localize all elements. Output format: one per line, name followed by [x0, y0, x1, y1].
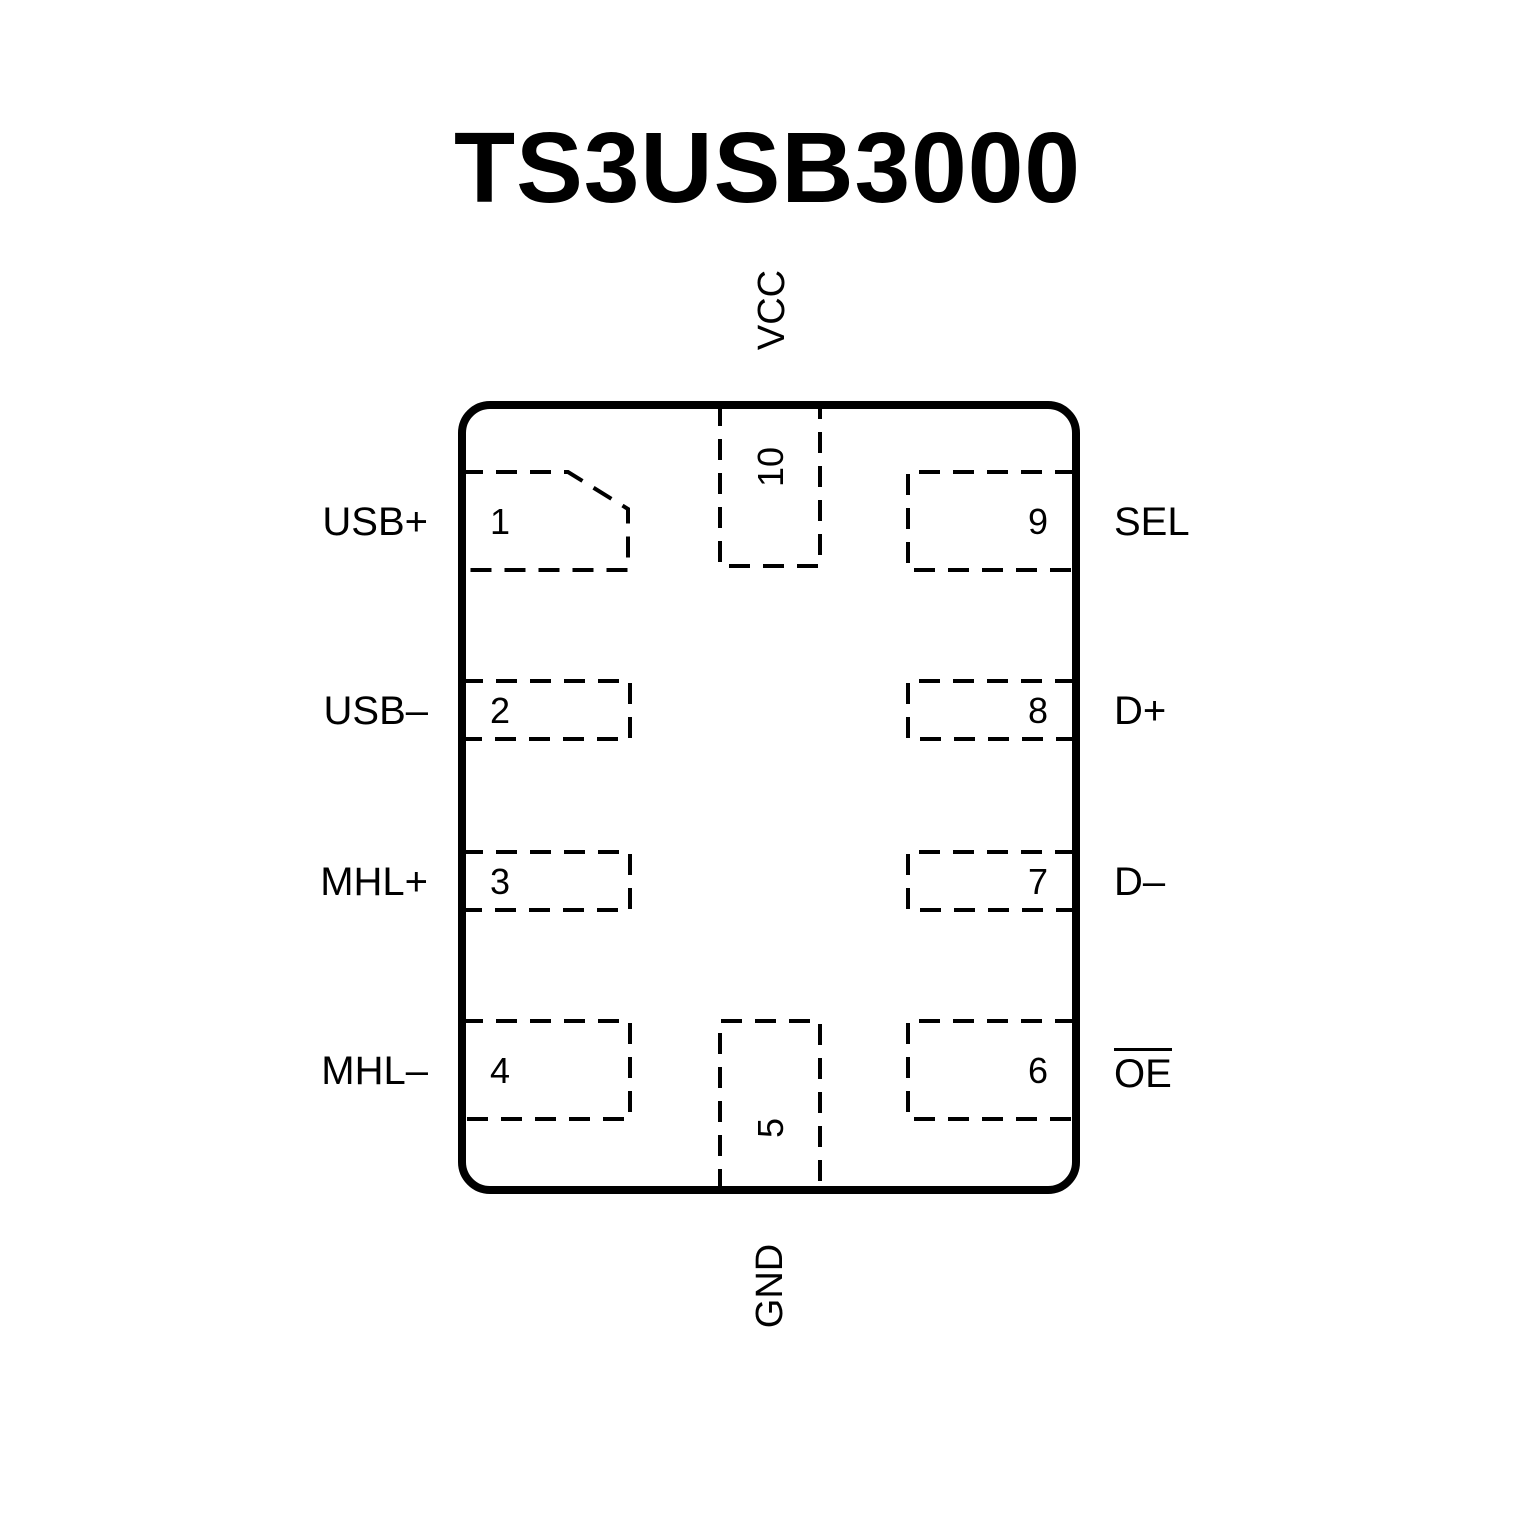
pin-5-pad [718, 1019, 822, 1190]
pin-10-pad [718, 405, 822, 568]
pin-label-d-minus: D– [1114, 860, 1166, 904]
pin-label-mhl-minus: MHL– [321, 1049, 428, 1093]
pin-label-oe-text: OE [1114, 1048, 1172, 1094]
pin-9-number: 9 [1027, 501, 1048, 542]
pin-7-pad [906, 850, 1076, 912]
pin-1-number: 1 [490, 501, 511, 542]
pin-label-usb-minus: USB– [323, 689, 429, 733]
pin-3-pad [462, 850, 632, 912]
pin-2-number: 2 [490, 690, 511, 731]
pin-label-vcc: VCC [751, 269, 793, 351]
pin-6-number: 6 [1027, 1050, 1048, 1091]
pin-label-sel: SEL [1114, 500, 1190, 544]
pin-3-number: 3 [490, 861, 511, 902]
pin-4-pad [462, 1019, 632, 1121]
pin-10-number: 10 [750, 446, 791, 488]
pin-8-pad [906, 679, 1076, 741]
pin-label-usb-plus: USB+ [322, 500, 428, 544]
pin-5-number: 5 [750, 1117, 791, 1139]
pin-9-pad [906, 470, 1076, 572]
pin-6-pad [906, 1019, 1076, 1121]
pin-label-gnd: GND [749, 1243, 791, 1329]
page-title: TS3USB3000 [454, 112, 1081, 224]
pin-2-pad [462, 679, 632, 741]
pin-1-pad [462, 470, 630, 572]
pin-7-number: 7 [1027, 861, 1048, 902]
pin-8-number: 8 [1027, 690, 1048, 731]
pin-label-d-plus: D+ [1114, 689, 1167, 733]
pin-4-number: 4 [490, 1050, 511, 1091]
pin-label-oe: OE [1114, 1048, 1172, 1094]
pin-label-mhl-plus: MHL+ [320, 860, 428, 904]
chip-body-outline [458, 401, 1080, 1194]
